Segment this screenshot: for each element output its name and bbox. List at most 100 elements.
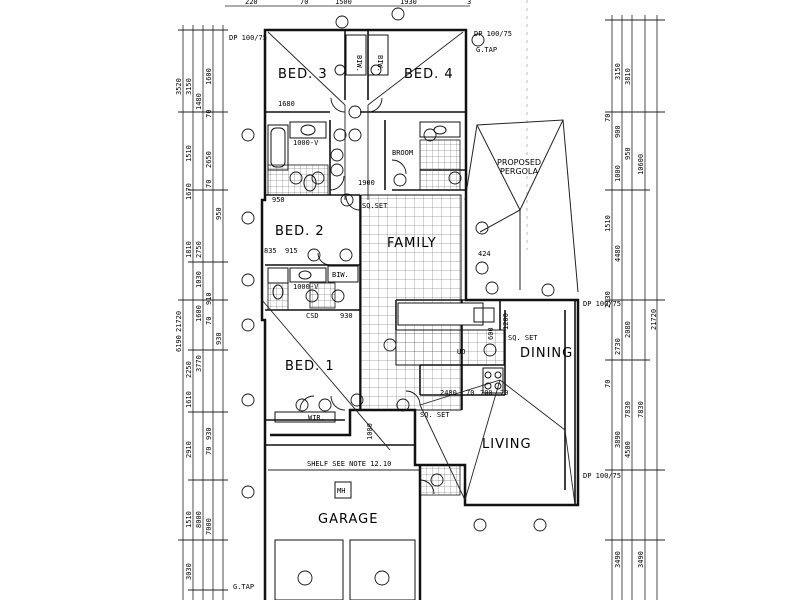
- dim-1000: 1000: [366, 423, 374, 440]
- dim-835: 835: [264, 247, 277, 255]
- garage-door-left: [274, 539, 344, 600]
- dim-right-mid-8: 7830: [624, 401, 632, 418]
- dim-left-inner-11: 930: [215, 332, 223, 345]
- bath-tub: [267, 124, 289, 171]
- door-swings: [299, 97, 435, 495]
- wir-robe: [274, 411, 336, 423]
- dim-left-mid-6: 1030: [195, 271, 203, 288]
- dim-right-inner-3: 1510: [604, 215, 612, 232]
- dim-left-outer-6: 7000: [205, 518, 213, 535]
- pergola-roof: [464, 119, 579, 293]
- dim-right-outer-2: 21720: [650, 309, 658, 330]
- dim-right-outer-1: 10600: [637, 154, 645, 175]
- bath-lower-tile: [267, 282, 289, 311]
- door-tags: [289, 64, 497, 586]
- dim-600: 600: [487, 327, 495, 340]
- label-sq-set-3: SQ. SET: [420, 411, 450, 419]
- dim-930: 930: [340, 312, 353, 320]
- label-gtap-top: G.TAP: [476, 46, 497, 54]
- label-biw-2: BIW.: [376, 55, 384, 72]
- dim-left-inner-5: 950: [215, 207, 223, 220]
- room-bed2: BED. 2: [275, 224, 325, 239]
- dim-left-inner-1: 1600: [205, 68, 213, 85]
- dim-left-inner-4: 70: [205, 180, 213, 188]
- dim-right-inner-2: 70: [604, 114, 612, 122]
- label-biw-3: BIW.: [332, 271, 349, 279]
- dim-right-inner-4: 2130: [604, 291, 612, 308]
- label-vanity-2: 1000-V: [293, 283, 319, 291]
- room-garage: GARAGE: [318, 512, 378, 527]
- fixtures: [267, 34, 504, 600]
- biw-robe-3: [327, 265, 359, 283]
- inner-dimensions: 1680 950 1900 835 915 930 2480 70 700 70…: [264, 100, 510, 440]
- top-dimension-line: 220 70 1500 1930 3: [225, 0, 471, 7]
- dim-70a: 70: [466, 389, 474, 397]
- dim-950: 950: [272, 196, 285, 204]
- dim-left-mid-4: 1670: [185, 183, 193, 200]
- dim-left-outer-2: 6190: [175, 335, 183, 352]
- room-dining: DINING: [520, 346, 573, 361]
- dim-top-4: 1930: [400, 0, 417, 6]
- tiled-floors: [267, 139, 505, 496]
- dim-left-outer-3: 1810: [185, 241, 193, 258]
- dim-right-mid-4: 1000: [614, 165, 622, 182]
- sink: [473, 307, 495, 323]
- right-dimension-text: 3150 70 1510 2130 2730 3890 70 3810 900 …: [604, 63, 658, 568]
- dim-left-mid-10: 1510: [185, 511, 193, 528]
- cooktop: [482, 367, 504, 394]
- room-family: FAMILY: [387, 236, 437, 251]
- pergola-label-1: PROPOSED: [497, 158, 541, 167]
- label-dp-top-right: DP 100/75: [474, 30, 512, 38]
- dim-left-inner-9: 930: [205, 427, 213, 440]
- dim-top-5: 3: [467, 0, 471, 6]
- dim-left-mid-7: 1610: [185, 391, 193, 408]
- window-tags: [241, 7, 555, 532]
- label-uo: UO: [457, 348, 465, 356]
- pergola-label-2: PERGOLA: [500, 167, 539, 176]
- dim-right-inner-7: 70: [604, 380, 612, 388]
- right-dimension-lines: [605, 15, 665, 600]
- vanity-upper: [289, 121, 327, 139]
- dim-left-inner-2: 70: [205, 110, 213, 118]
- label-csd: CSD: [306, 312, 319, 320]
- dim-right-mid-6: 2080: [624, 321, 632, 338]
- entry-tile: [419, 464, 461, 496]
- dim-left-mid-2: 1480: [195, 93, 203, 110]
- room-bed4: BED. 4: [404, 67, 454, 82]
- dim-left-inner-3: 2650: [205, 151, 213, 168]
- label-broom: BROOM: [392, 149, 413, 157]
- label-dp-mid-right: DP 100/75: [583, 300, 621, 308]
- dim-right-outer-4: 3490: [637, 551, 645, 568]
- dim-right-mid-7: 4500: [624, 441, 632, 458]
- dim-top-3: 1500: [335, 0, 352, 6]
- room-bed3: BED. 3: [278, 67, 328, 82]
- label-dp-low-right: DP 100/75: [583, 472, 621, 480]
- dim-2480: 2480: [440, 389, 457, 397]
- shower-lower: [267, 267, 289, 284]
- dim-top-1: 220: [245, 0, 258, 6]
- dim-left-inner-12: 8000: [195, 511, 203, 528]
- dim-70b: 70: [500, 389, 508, 397]
- dim-right-inner-1: 3150: [614, 63, 622, 80]
- ensuite-vanity: [419, 121, 461, 138]
- label-vanity-1: 1000-V: [293, 139, 319, 147]
- label-sq-set-2: SQ. SET: [508, 334, 538, 342]
- dim-left-mid-9: 2910: [185, 441, 193, 458]
- dim-424: 424: [478, 250, 491, 258]
- dim-right-inner-5: 2730: [614, 338, 622, 355]
- dim-left-inner-8: 70: [205, 317, 213, 325]
- toilet-lower: [272, 284, 284, 300]
- dim-915: 915: [285, 247, 298, 255]
- label-wir: WIR.: [308, 414, 325, 422]
- left-dimension-text: 3520 6190 1810 21720 3770 7000 3150 1480…: [175, 68, 223, 580]
- ensuite-tile: [419, 139, 461, 191]
- label-gtap-bottom: G.TAP: [233, 583, 254, 591]
- laundry-tile: [309, 282, 336, 309]
- dim-left-mid-3: 1510: [185, 145, 193, 162]
- label-biw-1: BIW.: [355, 55, 363, 72]
- dim-1900: 1900: [358, 179, 375, 187]
- dim-left-inner-6: 910: [205, 292, 213, 305]
- dim-right-outer-3: 7830: [637, 401, 645, 418]
- dim-left-outer-4: 21720: [175, 311, 183, 332]
